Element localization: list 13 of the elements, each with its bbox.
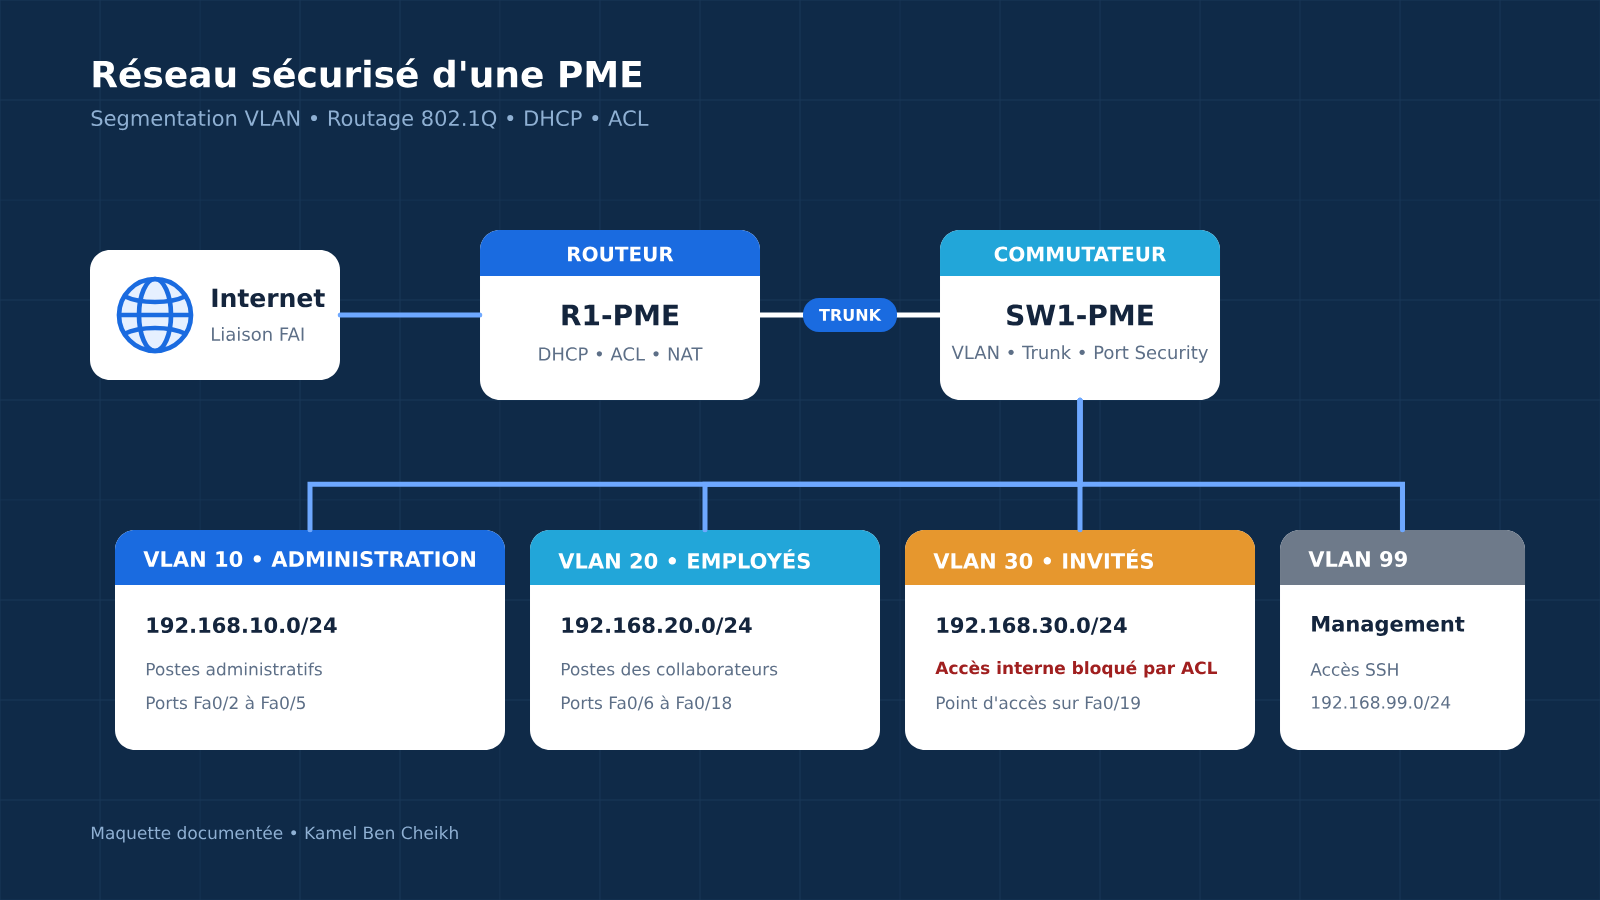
vlan-card: VLAN 10 • ADMINISTRATION 192.168.10.0/24 Postes administratifs Ports Fa0/2 à Fa0/5 bbox=[115, 530, 505, 750]
edge-label: TRUNK bbox=[803, 298, 897, 332]
connector-line bbox=[1077, 397, 1405, 533]
vlan-card: VLAN 30 • INVITÉS 192.168.30.0/24 Accès interne bloqué par ACL Point d'accès sur Fa0/19 bbox=[905, 530, 1255, 750]
device-card: ROUTEUR R1-PME DHCP • ACL • NAT bbox=[480, 230, 760, 400]
vlan-card: VLAN 20 • EMPLOYÉS 192.168.20.0/24 Postes des collaborateurs Ports Fa0/6 à Fa0/18 bbox=[530, 530, 880, 750]
connector-line bbox=[337, 312, 483, 318]
device-card: COMMUTATEUR SW1-PME VLAN • Trunk • Port Security bbox=[940, 230, 1220, 400]
title: Réseau sécurisé d'une PME bbox=[93, 58, 642, 88]
subtitle: Segmentation VLAN • Routage 802.1Q • DHCP • ACL bbox=[91, 109, 649, 131]
network-box: Internet Liaison FAI bbox=[90, 250, 340, 380]
footer-note: Maquette documentée • Kamel Ben Cheikh bbox=[91, 825, 458, 843]
vlan-card: VLAN 99 Management Accès SSH 192.168.99.0/24 bbox=[1280, 530, 1525, 750]
